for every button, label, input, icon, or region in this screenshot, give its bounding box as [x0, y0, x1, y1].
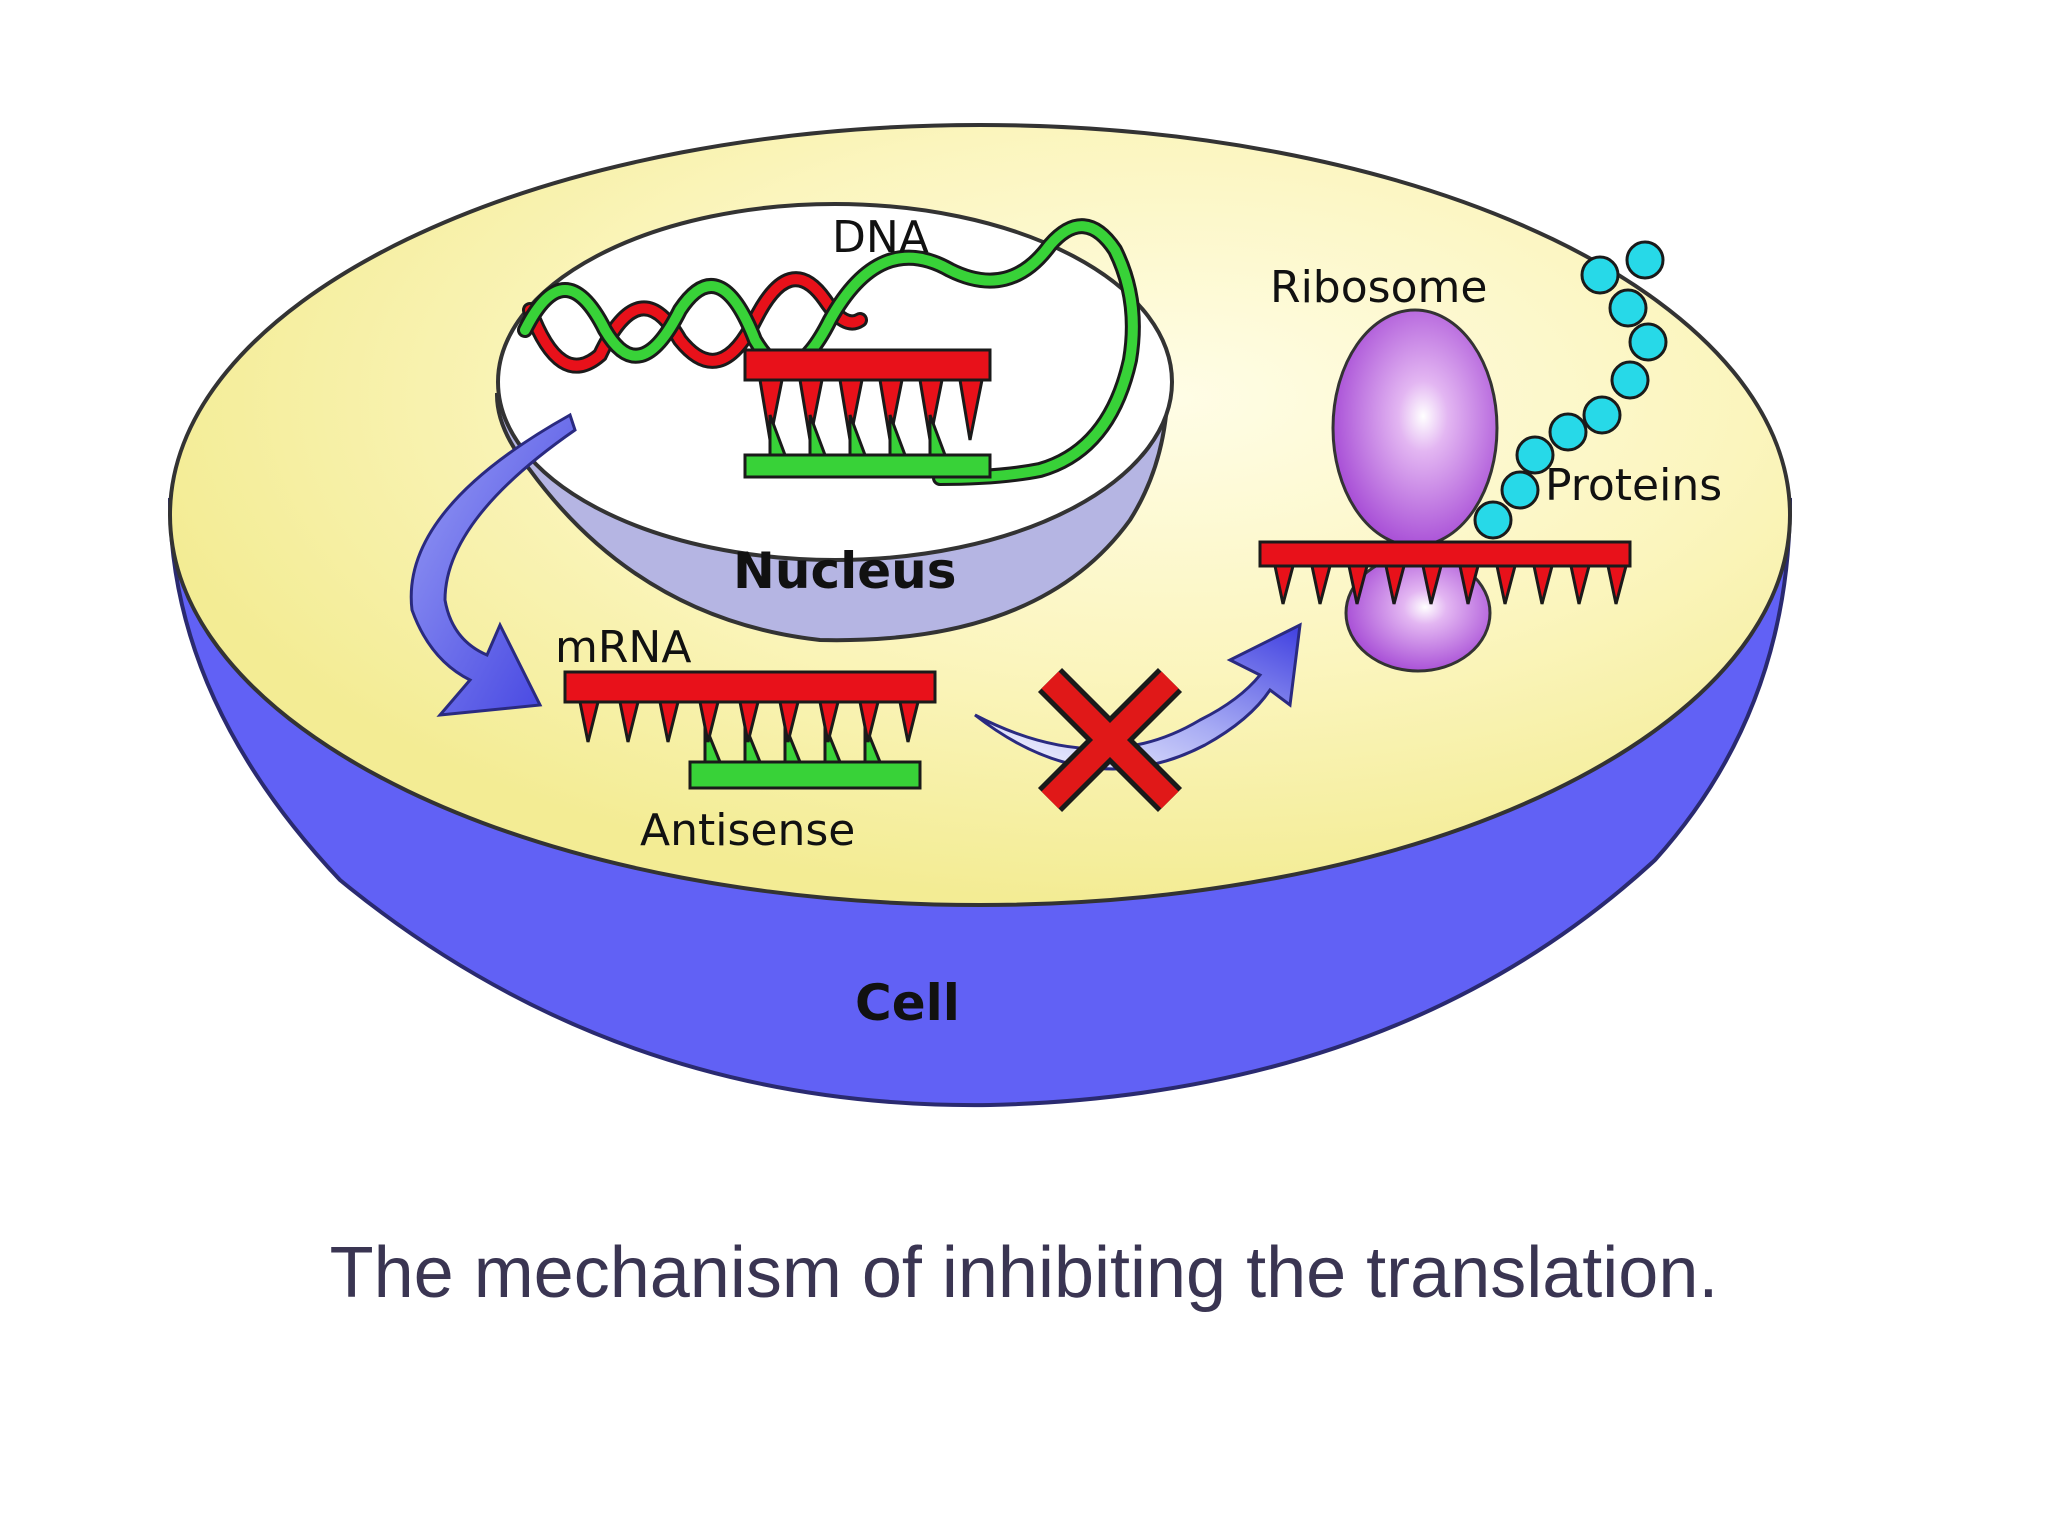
proteins-label: Proteins — [1545, 460, 1722, 511]
blocked-x-icon — [1037, 667, 1183, 813]
dna-label: DNA — [832, 212, 929, 263]
nuclear-transcript — [743, 348, 992, 479]
ribosome-icon — [1331, 308, 1499, 673]
mrna-antisense-duplex — [563, 670, 937, 790]
flow-arrow-icon — [409, 412, 577, 717]
protein-chain-icon — [1473, 240, 1668, 540]
cell-label: Cell — [855, 974, 960, 1032]
translating-mrna — [1258, 540, 1632, 605]
antisense-label: Antisense — [640, 805, 855, 856]
slide-caption: The mechanism of inhibiting the translat… — [329, 1233, 1719, 1313]
ribosome-label: Ribosome — [1270, 262, 1487, 313]
mrna-label: mRNA — [555, 622, 691, 673]
nucleus-label: Nucleus — [733, 542, 957, 600]
dna-helix-icon — [517, 218, 1141, 486]
